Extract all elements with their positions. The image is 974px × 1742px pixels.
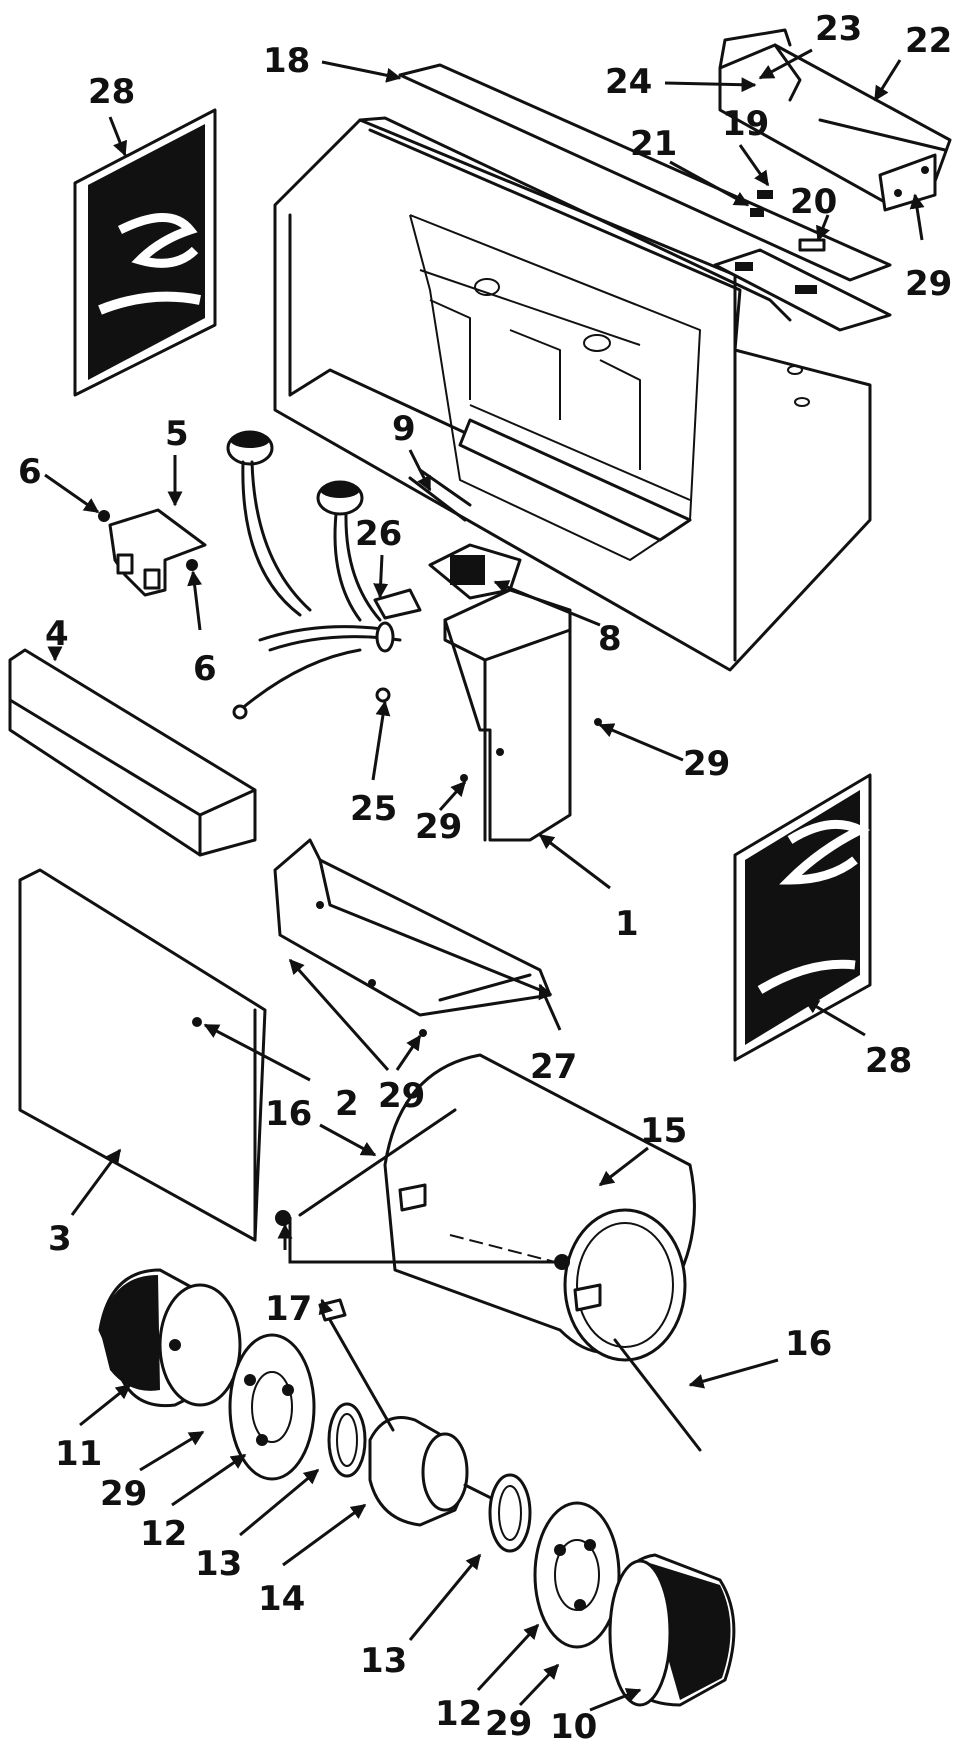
bracket-27 <box>273 838 552 1037</box>
callout-13-top: 13 <box>195 1544 242 1584</box>
bracket-5 <box>98 508 207 597</box>
callout-13-bottom: 13 <box>360 1641 407 1681</box>
rod-16-upper <box>298 1108 457 1217</box>
callout-29-right: 29 <box>683 744 730 784</box>
filter-left <box>73 108 217 397</box>
callout-24: 24 <box>605 62 652 102</box>
callout-19: 19 <box>722 104 769 144</box>
callout-3: 3 <box>48 1219 72 1259</box>
callout-11: 11 <box>55 1434 102 1474</box>
callout-8: 8 <box>598 619 622 659</box>
callouts: 18 23 22 24 19 21 20 29 28 5 6 6 4 9 26 … <box>18 9 952 1742</box>
blower-wheel-11 <box>98 1268 242 1408</box>
callout-12-top: 12 <box>140 1514 187 1554</box>
callout-29-bracket: 29 <box>378 1076 425 1116</box>
callout-28-right: 28 <box>865 1041 912 1081</box>
callout-28-left: 28 <box>88 72 135 112</box>
wiring-harness <box>226 430 422 720</box>
callout-16-top: 16 <box>265 1094 312 1134</box>
callout-4: 4 <box>45 614 69 654</box>
callout-21: 21 <box>630 124 677 164</box>
callout-29-wheel: 29 <box>100 1474 147 1514</box>
callout-2: 2 <box>335 1084 359 1124</box>
rod-16-lower <box>613 1338 702 1452</box>
hood-housing <box>273 63 892 672</box>
callout-22: 22 <box>905 21 952 61</box>
callout-27: 27 <box>530 1047 577 1087</box>
blower-plate <box>18 868 267 1242</box>
callout-17: 17 <box>265 1289 312 1329</box>
callout-6-top: 6 <box>18 452 42 492</box>
damper-assembly <box>718 28 952 212</box>
callout-10: 10 <box>550 1707 597 1742</box>
callout-18: 18 <box>263 41 310 81</box>
blower-wheel-10 <box>608 1553 736 1707</box>
callout-5: 5 <box>165 414 189 454</box>
callout-23: 23 <box>815 9 862 49</box>
callout-29-bottom: 29 <box>485 1704 532 1742</box>
callout-20: 20 <box>790 182 837 222</box>
callout-15: 15 <box>640 1111 687 1151</box>
motor-plate-12a <box>228 1333 316 1481</box>
motor-plate-12b <box>533 1501 621 1649</box>
front-panel <box>8 648 257 857</box>
leader-lines <box>44 48 925 1712</box>
callout-16-bottom: 16 <box>785 1324 832 1364</box>
callout-6-bottom: 6 <box>193 649 217 689</box>
control-box <box>443 588 602 842</box>
ring-13b <box>488 1473 532 1553</box>
callout-9: 9 <box>392 409 416 449</box>
callout-25: 25 <box>350 789 397 829</box>
callout-29-mid: 29 <box>415 807 462 847</box>
callout-14: 14 <box>258 1579 305 1619</box>
blower-housing <box>275 1053 696 1362</box>
callout-26: 26 <box>355 514 402 554</box>
ring-13a <box>327 1402 367 1478</box>
callout-1: 1 <box>615 904 639 944</box>
filter-right <box>733 773 872 1062</box>
callout-12-bottom: 12 <box>435 1694 482 1734</box>
callout-29-top: 29 <box>905 264 952 304</box>
